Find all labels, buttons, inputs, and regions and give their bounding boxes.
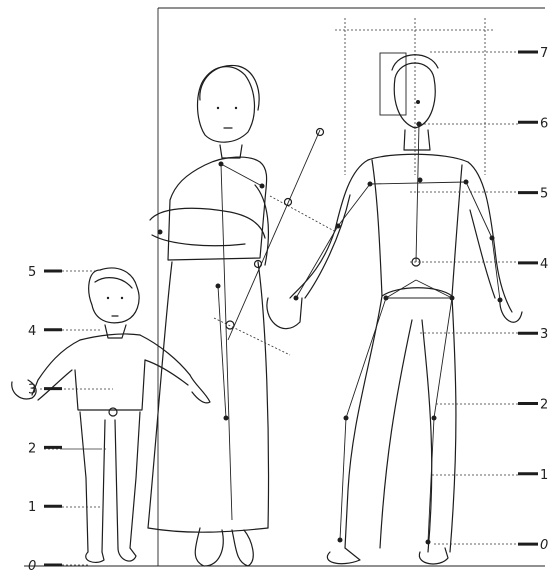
wall-frame [380, 53, 406, 115]
woman-figure [148, 65, 336, 566]
right-scale-label: 4 [540, 257, 548, 272]
child-figure [12, 268, 210, 562]
right-scale-label: 5 [540, 187, 548, 202]
right-scale-label: 2 [540, 398, 548, 413]
right-scale-label: 3 [540, 327, 548, 342]
left-scale-label: 1 [28, 500, 36, 515]
head-grid [335, 18, 495, 175]
left-scale-label: 2 [28, 441, 36, 456]
right-height-scale: 7 6 5 4 3 2 1 0 [518, 46, 548, 553]
left-scale-label: 3 [28, 383, 36, 398]
left-scale-label: 5 [28, 265, 36, 280]
left-scale-label: 4 [28, 324, 36, 339]
left-height-scale: 5 4 3 2 1 0 [28, 265, 62, 574]
right-scale-label: 6 [540, 116, 548, 131]
left-scale-label: 0 [28, 559, 36, 574]
man-figure [267, 55, 522, 564]
right-scale-label: 0 [540, 538, 548, 553]
right-scale-label: 1 [540, 468, 548, 483]
right-scale-label: 7 [540, 46, 548, 61]
